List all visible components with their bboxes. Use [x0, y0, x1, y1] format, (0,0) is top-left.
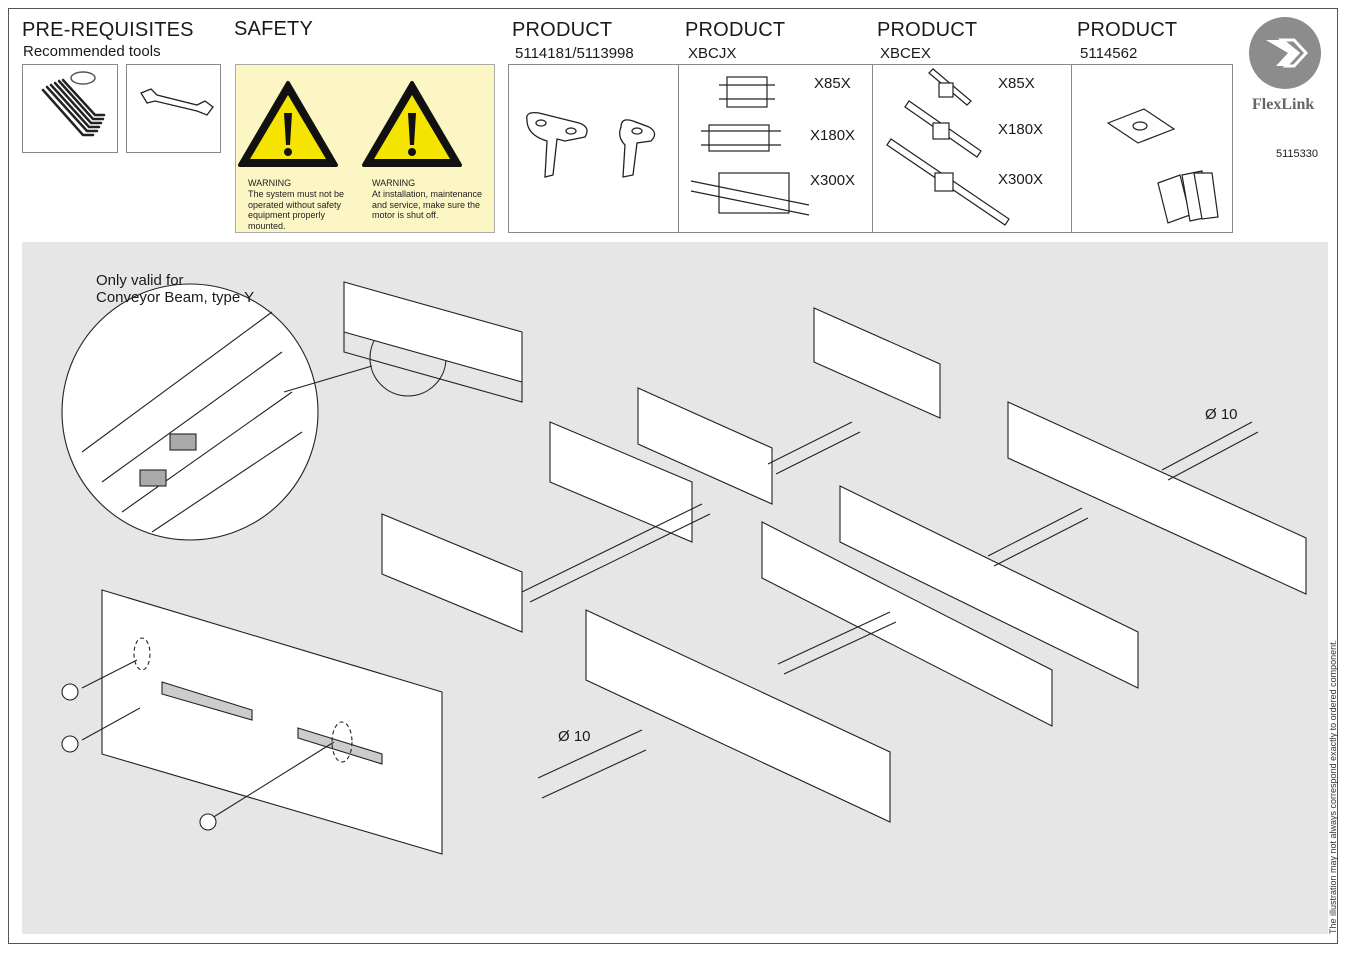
hex-key-set-box	[22, 64, 118, 153]
product-box-3: X85X X180X X300X	[872, 64, 1072, 233]
t-bolt-icon	[526, 112, 656, 178]
warning1-title: WARNING	[248, 178, 292, 188]
safety-panel: WARNING The system must not be operated …	[235, 64, 495, 233]
xbcex-variant-1: X85X	[998, 75, 1035, 92]
warning1-text: The system must not be operated without …	[248, 189, 345, 231]
product-code-1: 5114181/5113998	[515, 45, 634, 62]
page-frame	[8, 8, 1338, 944]
bracket-docs-icon	[1106, 108, 1219, 224]
xbcjx-variant-3: X300X	[810, 172, 856, 189]
product-code-3: XBCEX	[880, 45, 931, 62]
brand-name: FlexLink	[1252, 96, 1315, 113]
product-code-4: 5114562	[1080, 45, 1138, 62]
xbcjx-variant-2: X180X	[810, 127, 856, 144]
diameter-label-1: Ø 10	[1205, 406, 1238, 423]
joint-bracket-icon	[690, 76, 810, 216]
wrench-icon	[140, 88, 214, 116]
warning2-text: At installation, maintenance and service…	[372, 189, 483, 220]
product-title-4: PRODUCT	[1077, 19, 1178, 41]
document-number: 5115330	[1276, 148, 1319, 160]
warning-triangle-icon-1	[238, 81, 338, 167]
cross-connector-icon	[886, 68, 1010, 226]
product-title-1: PRODUCT	[512, 19, 613, 41]
flexlink-logo-icon	[1249, 17, 1321, 89]
warning-signs	[238, 81, 462, 167]
product-box-2: X85X X180X X300X	[678, 64, 873, 233]
xbcex-variant-3: X300X	[998, 171, 1044, 188]
safety-title: SAFETY	[234, 18, 313, 40]
prereq-title: PRE-REQUISITES	[22, 19, 194, 41]
warning-triangle-icon-2	[362, 81, 462, 167]
product-title-3: PRODUCT	[877, 19, 978, 41]
product-code-2: XBCJX	[688, 45, 737, 62]
validity-note: Only valid for Conveyor Beam, type Y	[96, 272, 255, 306]
xbcex-variant-2: X180X	[998, 121, 1044, 138]
warning2-title: WARNING	[372, 178, 416, 188]
product-box-4	[1071, 64, 1233, 233]
prereq-subtitle: Recommended tools	[23, 43, 161, 60]
assembly-illustration: Only valid for Conveyor Beam, type Y Ø 1…	[22, 242, 1328, 934]
assembly-drawing	[61, 281, 1307, 855]
xbcjx-variant-1: X85X	[814, 75, 851, 92]
wrench-box	[126, 64, 221, 153]
product-box-1	[508, 64, 679, 233]
diameter-label-2: Ø 10	[558, 728, 591, 745]
disclaimer-text: The illustration may not always correspo…	[1328, 639, 1338, 934]
product-title-2: PRODUCT	[685, 19, 786, 41]
detail-magnifier	[61, 283, 319, 541]
hex-key-set-icon	[41, 71, 106, 137]
